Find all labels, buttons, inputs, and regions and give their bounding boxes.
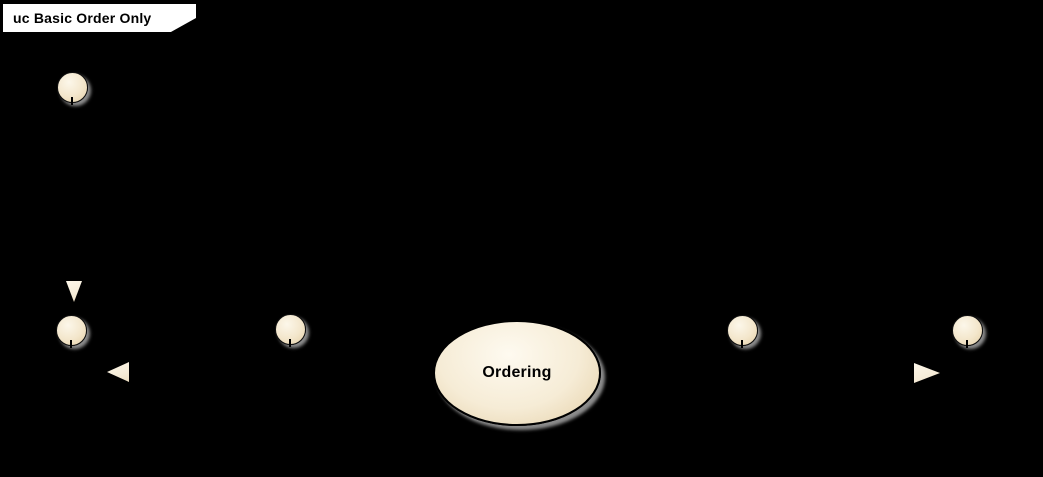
actor-neck-line [71, 97, 73, 105]
actor-inner-right[interactable] [727, 315, 758, 348]
actor-neck-line [741, 340, 743, 348]
down-arrowhead-icon[interactable] [66, 281, 82, 302]
actor-mid-left[interactable] [56, 315, 87, 348]
actor-neck-line [289, 339, 291, 347]
frame-label: uc Basic Order Only [13, 10, 152, 26]
actor-neck-line [70, 340, 72, 348]
actor-far-right[interactable] [952, 315, 983, 348]
actor-top-left[interactable] [57, 72, 88, 105]
usecase-label: Ordering [482, 364, 552, 381]
actor-neck-line [966, 340, 968, 348]
frame-label-tab: uc Basic Order Only [3, 4, 196, 32]
usecase-ordering[interactable]: Ordering [433, 320, 601, 426]
actor-inner-left[interactable] [275, 314, 306, 347]
right-arrowhead-icon[interactable] [914, 363, 940, 383]
left-arrowhead-icon[interactable] [107, 362, 129, 382]
